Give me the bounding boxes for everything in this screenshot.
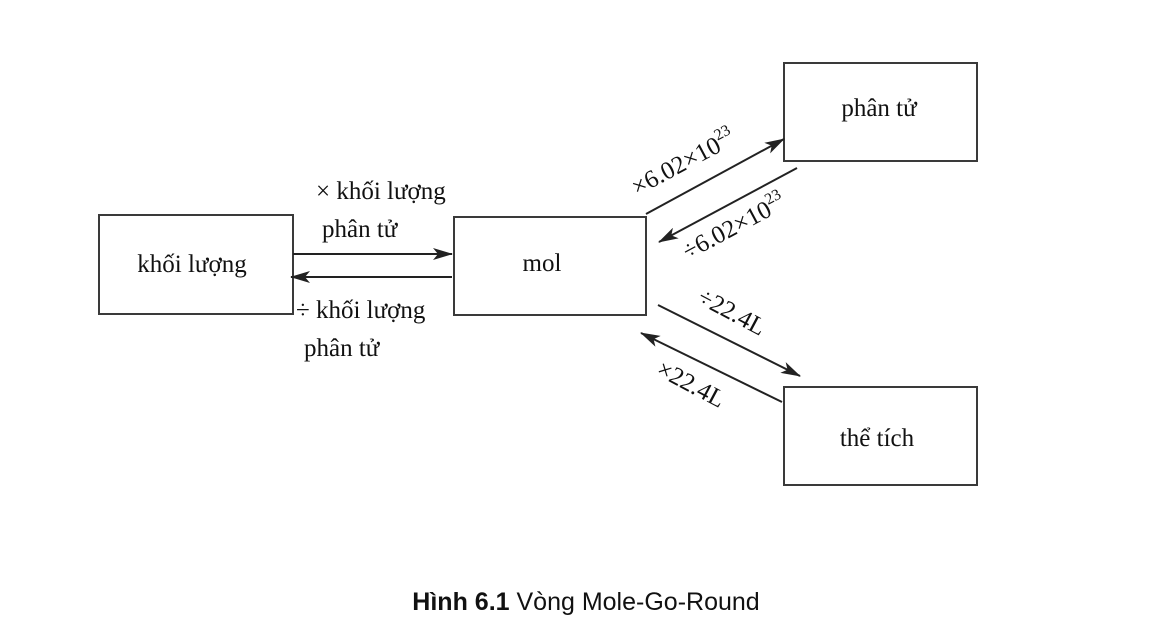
- label-mol-to-molecule: ×6.02×1023: [626, 122, 740, 202]
- node-mass: khối lượng: [98, 214, 294, 315]
- node-mass-label: khối lượng: [137, 251, 247, 278]
- figure-caption-text: Vòng Mole-Go-Round: [516, 588, 760, 616]
- node-volume-label: thể tích: [840, 425, 915, 452]
- arrow-volume-to-mol: [640, 332, 783, 403]
- node-molecule: phân tử: [783, 62, 978, 162]
- arrow-molecule-to-mol: [658, 167, 798, 243]
- arrow-mol-to-volume: [657, 304, 801, 377]
- label-mol-to-mass-line1: ÷ khối lượng: [296, 297, 426, 324]
- node-mol-label: mol: [523, 250, 562, 277]
- label-mol-to-volume: ÷22.4L: [693, 283, 770, 341]
- label-mass-to-mol-line2: phân tử: [322, 216, 399, 243]
- arrow-mol-to-molecule: [645, 138, 785, 215]
- label-molecule-to-mol: ÷6.02×1023: [677, 186, 790, 265]
- figure-caption-label: Hình 6.1: [412, 588, 510, 616]
- node-mol: mol: [453, 216, 647, 316]
- label-volume-to-mol: ×22.4L: [652, 355, 729, 413]
- figure-caption: Hình 6.1 Vòng Mole-Go-Round: [0, 588, 1172, 617]
- label-mol-to-mass-line2: phân tử: [304, 335, 381, 362]
- node-molecule-label: phân tử: [841, 95, 918, 122]
- label-mass-to-mol-line1: × khối lượng: [316, 178, 446, 205]
- node-volume: thể tích: [783, 386, 978, 486]
